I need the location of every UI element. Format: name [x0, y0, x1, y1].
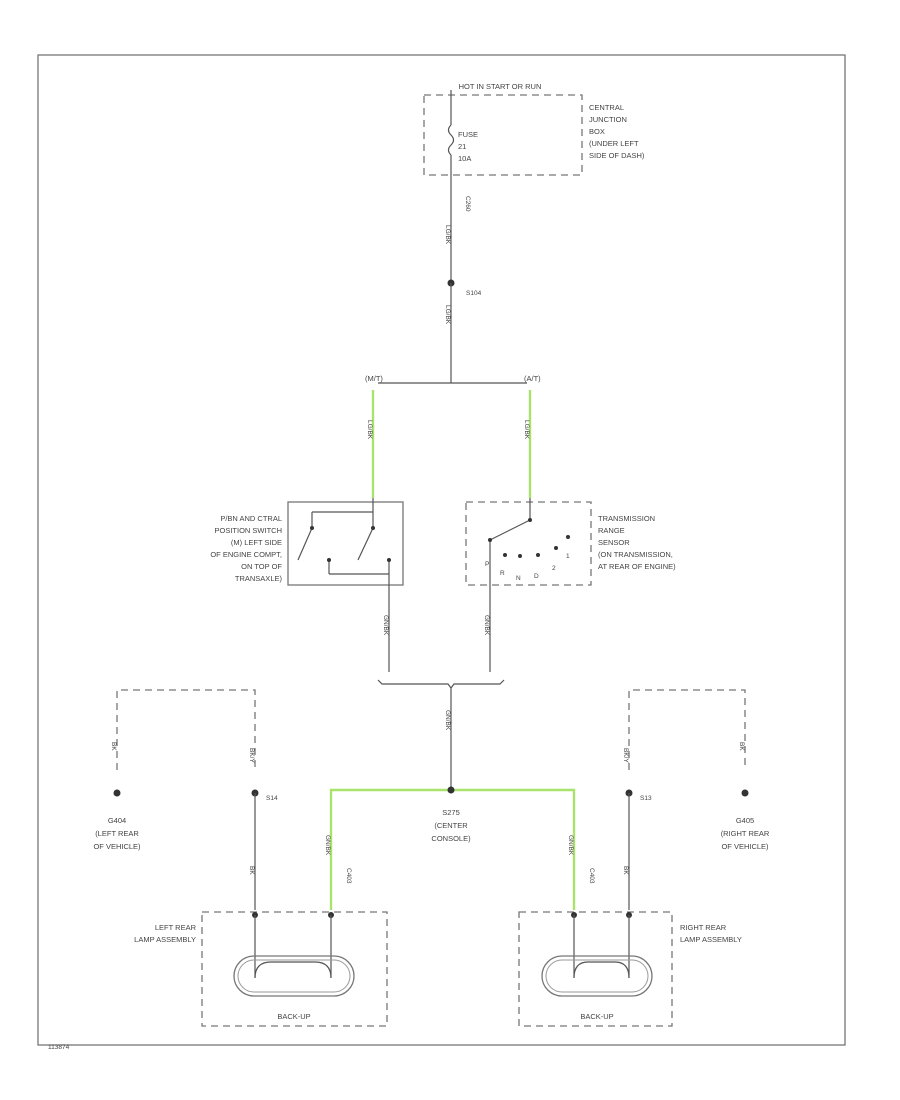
splice-center — [447, 786, 455, 794]
transmission-range-sensor — [465, 501, 592, 586]
ground-right-label: G405 (RIGHT REAR OF VEHICLE) — [721, 816, 770, 851]
ground-left — [113, 789, 121, 797]
svg-text:(CENTER: (CENTER — [434, 821, 468, 830]
left-lamp-feed-wire-label: GN/BK — [324, 835, 331, 856]
svg-text:TRANSMISSION: TRANSMISSION — [598, 514, 655, 523]
svg-text:FUSE: FUSE — [458, 130, 478, 139]
ground-right-wire-label: BK — [738, 742, 745, 751]
svg-text:S275: S275 — [442, 808, 460, 817]
svg-text:(LEFT REAR: (LEFT REAR — [95, 829, 139, 838]
right-ground-wire-label: BK — [622, 866, 629, 875]
svg-text:G404: G404 — [108, 816, 126, 825]
mt-feed-wire-label: LG/BK — [366, 420, 373, 440]
at-feed-wire-label: LG/BK — [523, 420, 530, 440]
figure-id: 113874 — [48, 1044, 70, 1051]
svg-text:G405: G405 — [736, 816, 754, 825]
output-trunk-wire-label: GN/BK — [444, 710, 451, 731]
connector-c-top-label: C260 — [464, 196, 471, 212]
splice-center-label: S275 (CENTER CONSOLE) — [431, 808, 471, 843]
fuse-21-symbol: FUSE 21 10A — [447, 124, 478, 163]
left-ground-tag-label: BK/Y — [248, 748, 255, 763]
svg-text:SENSOR: SENSOR — [598, 538, 630, 547]
svg-text:LAMP ASSEMBLY: LAMP ASSEMBLY — [134, 935, 196, 944]
park-neutral-position-switch — [287, 501, 404, 586]
svg-text:P/BN AND CTRAL: P/BN AND CTRAL — [220, 514, 282, 523]
left-ground-wire-label: BK — [248, 866, 255, 875]
left-back-up-bulb: BACK-UP — [233, 912, 355, 1021]
at-output-wire-label: GN/BK — [483, 615, 490, 636]
svg-text:TRANSAXLE): TRANSAXLE) — [235, 574, 283, 583]
right-ground-tag-label: BK/Y — [622, 748, 629, 763]
svg-text:JUNCTION: JUNCTION — [589, 115, 627, 124]
ground-right — [741, 789, 749, 797]
svg-text:AT REAR OF ENGINE): AT REAR OF ENGINE) — [598, 562, 676, 571]
svg-text:(RIGHT REAR: (RIGHT REAR — [721, 829, 770, 838]
splice-s-top-label: S104 — [466, 290, 482, 297]
power-source-label: HOT IN START OR RUN — [459, 82, 542, 91]
mt-branch-label: (M/T) — [365, 374, 383, 383]
left-lamp-connector-label: C403 — [345, 868, 352, 884]
svg-text:D: D — [534, 573, 539, 580]
svg-text:BACK-UP: BACK-UP — [580, 1012, 613, 1021]
junction-box-description: CENTRAL JUNCTION BOX (UNDER LEFT SIDE OF… — [589, 103, 645, 160]
svg-text:2: 2 — [552, 565, 556, 572]
right-lamp-connector-label: C403 — [588, 868, 595, 884]
diagram-frame — [37, 54, 846, 1046]
left-rear-lamp-assembly — [201, 911, 388, 1027]
right-rear-lamp-assembly — [518, 911, 673, 1027]
at-branch-label: (A/T) — [524, 374, 541, 383]
right-lamp-label: RIGHT REAR LAMP ASSEMBLY — [680, 923, 742, 944]
svg-text:POSITION SWITCH: POSITION SWITCH — [215, 526, 283, 535]
splice-s-right-label: S13 — [640, 795, 652, 802]
svg-text:1: 1 — [566, 553, 570, 560]
svg-text:N: N — [516, 575, 521, 582]
svg-text:BACK-UP: BACK-UP — [277, 1012, 310, 1021]
trs-description: TRANSMISSION RANGE SENSOR (ON TRANSMISSI… — [598, 514, 676, 571]
splice-s-left-label: S14 — [266, 795, 278, 802]
svg-text:10A: 10A — [458, 154, 471, 163]
svg-text:LAMP ASSEMBLY: LAMP ASSEMBLY — [680, 935, 742, 944]
svg-text:OF VEHICLE): OF VEHICLE) — [93, 842, 141, 851]
mt-output-wire-label: GN/BK — [382, 615, 389, 636]
svg-text:OF VEHICLE): OF VEHICLE) — [721, 842, 769, 851]
svg-text:RANGE: RANGE — [598, 526, 625, 535]
svg-text:R: R — [500, 570, 505, 577]
svg-text:CONSOLE): CONSOLE) — [431, 834, 471, 843]
svg-text:RIGHT REAR: RIGHT REAR — [680, 923, 727, 932]
svg-text:21: 21 — [458, 142, 466, 151]
svg-text:(M) LEFT SIDE: (M) LEFT SIDE — [231, 538, 282, 547]
ground-left-wire-label: BK — [110, 742, 117, 751]
svg-text:SIDE OF DASH): SIDE OF DASH) — [589, 151, 645, 160]
svg-text:OF ENGINE COMPT,: OF ENGINE COMPT, — [210, 550, 282, 559]
svg-text:BOX: BOX — [589, 127, 605, 136]
switch-feed-wire-label: LG/BK — [444, 305, 451, 325]
left-lamp-label: LEFT REAR LAMP ASSEMBLY — [134, 923, 196, 944]
svg-text:ON TOP OF: ON TOP OF — [241, 562, 282, 571]
trs-selector-contacts: P R N D 2 1 — [485, 498, 570, 585]
power-wire-color-label: LG/BK — [444, 225, 451, 245]
pn-switch-contacts — [297, 498, 391, 585]
svg-text:P: P — [485, 561, 489, 568]
pn-switch-description: P/BN AND CTRAL POSITION SWITCH (M) LEFT … — [210, 514, 282, 583]
svg-text:(UNDER LEFT: (UNDER LEFT — [589, 139, 639, 148]
central-junction-box — [423, 94, 583, 176]
svg-text:LEFT REAR: LEFT REAR — [155, 923, 197, 932]
right-lamp-feed-wire-label: GN/BK — [567, 835, 574, 856]
svg-text:CENTRAL: CENTRAL — [589, 103, 624, 112]
svg-text:(ON TRANSMISSION,: (ON TRANSMISSION, — [598, 550, 673, 559]
ground-left-label: G404 (LEFT REAR OF VEHICLE) — [93, 816, 141, 851]
right-back-up-bulb: BACK-UP — [541, 912, 653, 1021]
